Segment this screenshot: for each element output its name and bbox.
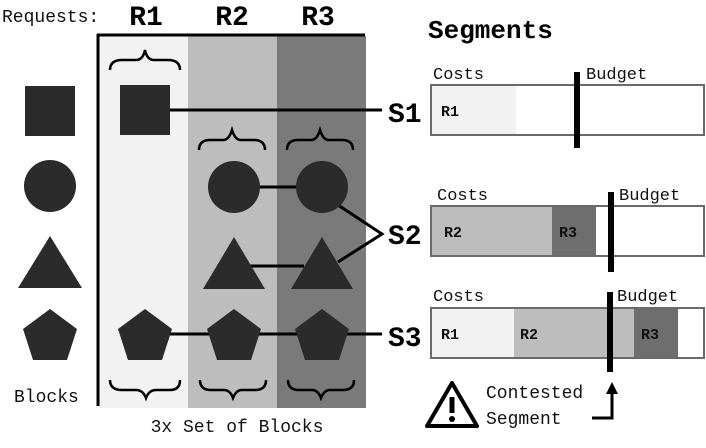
segment-label-s2: S2 [388,222,422,253]
s2-r3-cost [552,207,596,255]
legend-circle-block [24,160,76,212]
bottom-brace-r3 [286,379,356,402]
top-brace-r2 [197,125,267,151]
segments-title: Segments [428,16,553,46]
s3-costs-label: Costs [433,288,484,307]
s1-costs-label: Costs [433,66,484,85]
contested-label-line1: Contested [486,384,583,404]
top-brace-r1 [108,49,182,71]
s3-r2-cost [514,309,634,357]
r1-square-block [120,85,170,135]
s2-costs-label: Costs [437,187,488,206]
s1-budget-label: Budget [586,66,647,85]
request-label-r3: R3 [301,3,335,34]
segment-label-s3: S3 [388,324,422,355]
top-brace-r3 [285,125,355,151]
return-arrow-icon [592,382,618,420]
r2-triangle-block [203,237,265,289]
bottom-brace-r1 [108,379,182,402]
s2-budget-label: Budget [619,187,680,206]
bottom-brace-r2 [198,379,268,402]
s3-r3-cost [634,309,678,357]
r3-circle-block [296,161,348,213]
s2-r2-cost [432,207,552,255]
s3-budget-label: Budget [617,288,678,307]
request-label-r2: R2 [215,3,249,34]
segment-label-s1: S1 [388,100,422,131]
legend-square-block [25,86,75,136]
requests-label: Requests: [2,8,99,28]
s3-r2-cost-label: R2 [520,327,538,344]
legend-triangle-block [18,236,82,288]
r2-circle-block [208,161,260,213]
legend-pentagon-block [23,309,77,360]
r1-pentagon-block [118,309,172,360]
r3-triangle-block [291,237,353,289]
s3-r3-cost-label: R3 [641,327,659,344]
r3-pentagon-block [295,309,349,360]
warning-icon [425,381,479,428]
s2-connector [337,203,385,264]
s3-r1-cost-label: R1 [441,327,459,344]
s3-r1-cost [432,309,514,357]
s2-r2-cost-label: R2 [444,225,462,242]
request-label-r1: R1 [129,3,163,34]
set-of-blocks-label: 3x Set of Blocks [151,418,324,438]
s1-r1-cost [432,86,516,134]
r2-pentagon-block [207,309,261,360]
blocks-label: Blocks [14,388,79,408]
contested-label-line2: Segment [486,410,562,430]
s1-r1-cost-label: R1 [441,104,459,121]
s2-r3-cost-label: R3 [559,225,577,242]
